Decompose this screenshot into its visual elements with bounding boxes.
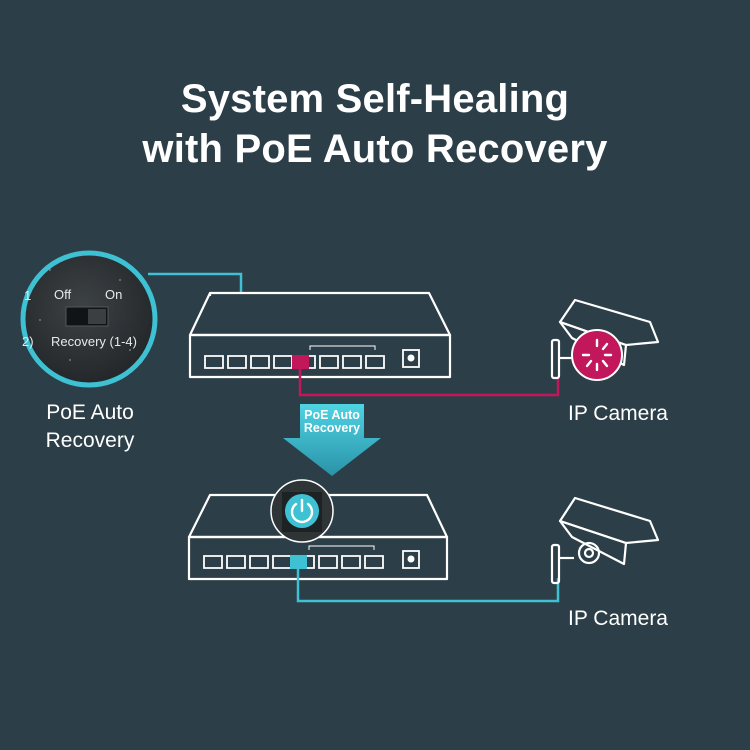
title-line-2: with PoE Auto Recovery — [142, 127, 608, 171]
switch-off-label: Off — [54, 287, 72, 302]
recovery-badge — [270, 479, 334, 543]
zoom-edge-label-top: 1 — [24, 288, 32, 303]
zoom-connector-line — [148, 272, 243, 293]
ip-camera-label-bottom: IP Camera — [568, 607, 668, 630]
zoom-edge-label-bottom: 2) — [22, 334, 34, 349]
page-title: System Self-Healing with PoE Auto Recove… — [0, 74, 750, 174]
ip-camera-label-top: IP Camera — [568, 402, 668, 425]
switch-on-label: On — [105, 287, 123, 302]
switch-bottom-power-jack — [402, 550, 420, 569]
ip-camera-bottom — [550, 496, 660, 585]
power-icon — [290, 498, 314, 524]
recovery-switch-zoom — [20, 250, 158, 388]
switch-top-failed-port — [292, 355, 309, 369]
switch-bottom-recovered-port — [290, 555, 307, 569]
failed-cable — [298, 369, 560, 397]
restored-cable — [296, 569, 560, 603]
dip-switch-knob — [88, 309, 106, 324]
title-line-1: System Self-Healing — [180, 77, 570, 121]
down-arrow-icon — [283, 404, 381, 476]
switch-top — [188, 291, 452, 379]
camera-failure-icon — [571, 329, 623, 381]
switch-top-power-jack — [402, 349, 420, 368]
arrow-label: PoE Auto Recovery — [303, 408, 361, 435]
recovery-range-label: Recovery (1-4) — [51, 334, 137, 349]
poe-auto-recovery-label: PoE Auto Recovery — [45, 401, 135, 452]
